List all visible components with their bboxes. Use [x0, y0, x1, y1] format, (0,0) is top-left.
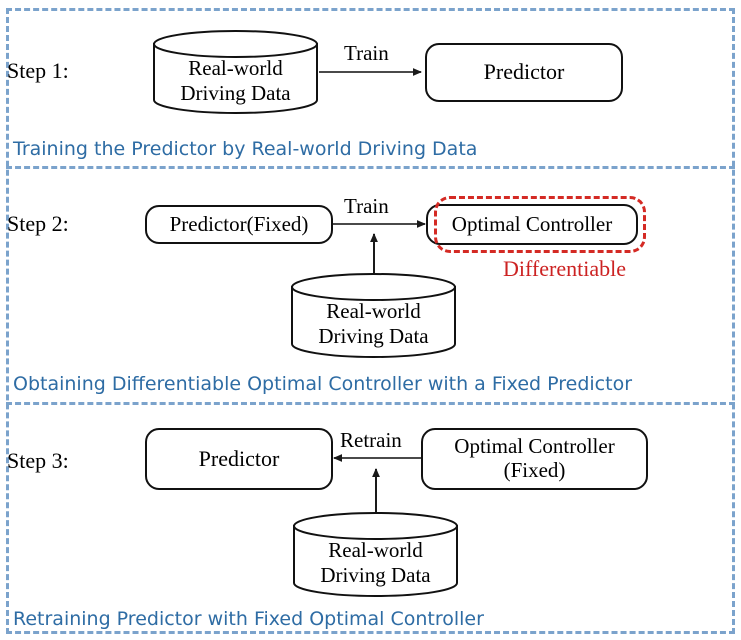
datastore-label-line1: Real-world: [328, 538, 423, 562]
datastore-label-line1: Real-world: [326, 299, 421, 323]
node-predictor-step1-label: Predictor: [483, 59, 565, 85]
diagram-outer-dashed-border: [6, 8, 735, 634]
datastore-label-line2: Driving Data: [320, 562, 431, 587]
datastore-cylinder-step2: Real-world Driving Data: [290, 273, 457, 358]
node-predictor-fixed-step2-label: Predictor(Fixed): [169, 211, 309, 236]
edge-label-train-step1: Train: [344, 41, 389, 65]
edge-label-retrain-step3: Retrain: [340, 428, 402, 452]
datastore-label-line2: Driving Data: [180, 80, 291, 105]
node-predictor-step3[interactable]: Predictor: [145, 428, 333, 490]
caption-step1: Training the Predictor by Real-world Dri…: [13, 138, 478, 160]
node-optimal-controller-fixed-step3-line1: Optimal Controller: [454, 434, 615, 459]
edge-label-train-step2: Train: [344, 194, 389, 218]
node-predictor-step3-label: Predictor: [198, 445, 280, 471]
step-label-3: Step 3:: [7, 448, 69, 473]
step-label-1: Step 1:: [7, 58, 69, 83]
caption-step3: Retraining Predictor with Fixed Optimal …: [13, 608, 484, 630]
node-predictor-step1[interactable]: Predictor: [425, 43, 623, 102]
step-label-2: Step 2:: [7, 211, 69, 236]
datastore-label-step3: Real-world Driving Data: [292, 538, 459, 588]
datastore-label-line2: Driving Data: [318, 323, 429, 348]
panel-separator-2: [6, 402, 735, 405]
datastore-label-step2: Real-world Driving Data: [290, 299, 457, 349]
datastore-cylinder-step1: Real-world Driving Data: [152, 30, 319, 114]
caption-step2: Obtaining Differentiable Optimal Control…: [13, 373, 633, 395]
node-optimal-controller-fixed-step3-line2: (Fixed): [503, 458, 566, 482]
node-optimal-controller-step2-label: Optimal Controller: [451, 211, 613, 236]
datastore-label-line1: Real-world: [188, 56, 283, 80]
node-predictor-fixed-step2[interactable]: Predictor(Fixed): [145, 205, 333, 244]
node-optimal-controller-fixed-step3[interactable]: Optimal Controller (Fixed): [421, 428, 648, 490]
node-optimal-controller-step2[interactable]: Optimal Controller: [426, 204, 638, 245]
differentiable-annotation: Differentiable: [503, 256, 626, 281]
panel-separator-1: [6, 166, 735, 169]
datastore-label-step1: Real-world Driving Data: [152, 56, 319, 106]
datastore-cylinder-step3: Real-world Driving Data: [292, 512, 459, 597]
